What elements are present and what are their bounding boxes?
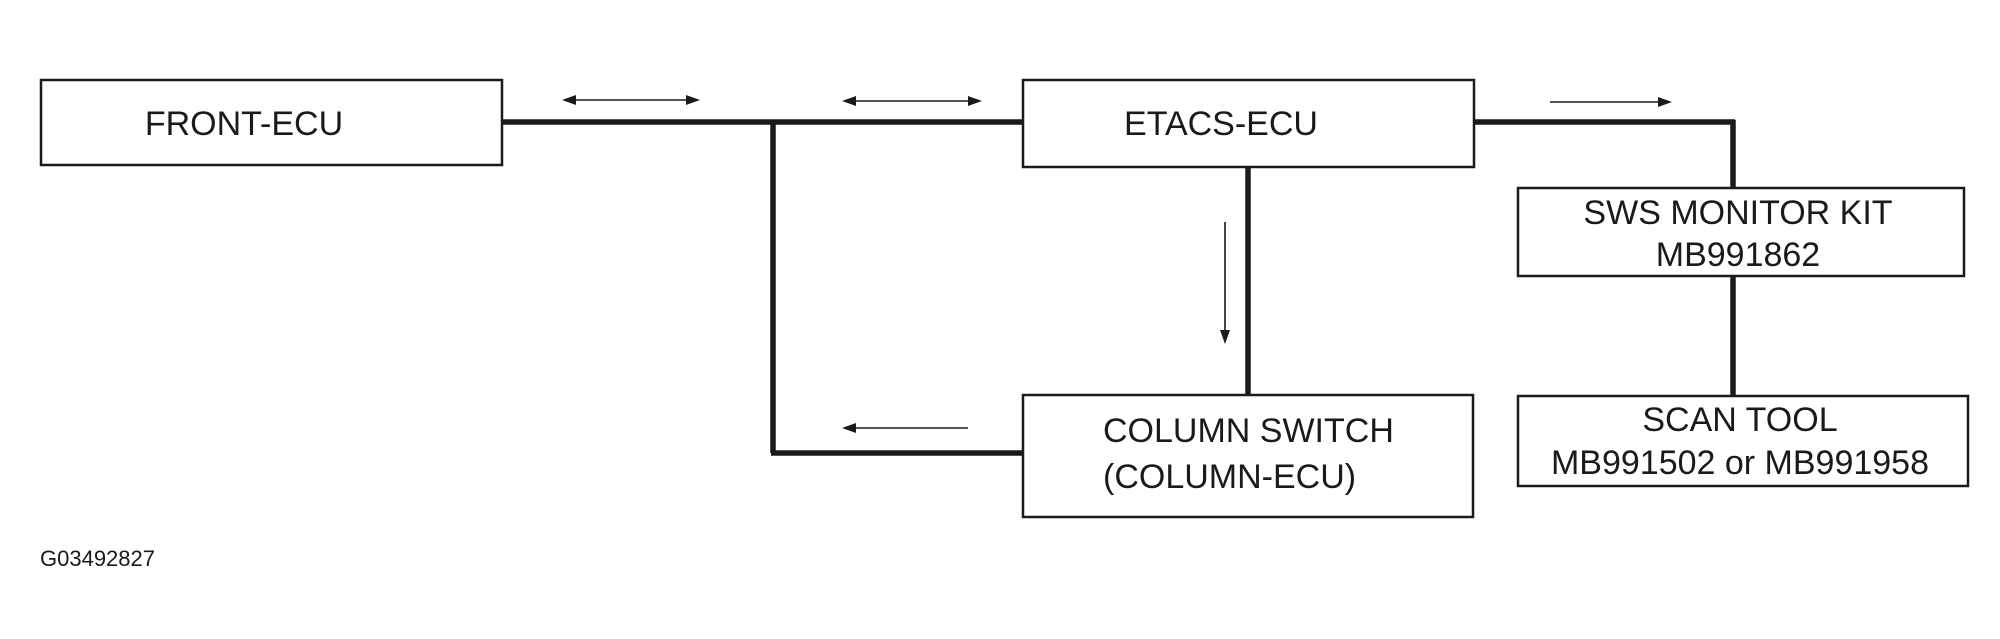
front-ecu-label: FRONT-ECU <box>145 105 343 143</box>
arrow-down-to-column <box>1220 222 1230 344</box>
arrow-left-from-column <box>842 423 968 433</box>
sws-monitor-kit-label: SWS MONITOR KIT <box>1583 194 1892 232</box>
etacs-ecu-label: ETACS-ECU <box>1124 105 1318 143</box>
connection-wires <box>502 119 1736 456</box>
bidirectional-arrow-left <box>562 95 700 105</box>
bidirectional-arrow-right <box>842 96 982 106</box>
arrow-right-to-sws <box>1550 97 1672 107</box>
figure-id: G03492827 <box>40 546 155 571</box>
scan-tool-label: SCAN TOOL <box>1642 401 1837 439</box>
column-ecu-label: (COLUMN-ECU) <box>1103 458 1356 496</box>
scan-tool-box: SCAN TOOL MB991502 or MB991958 <box>1516 394 1970 488</box>
column-switch-label: COLUMN SWITCH <box>1103 412 1394 450</box>
column-switch-box: COLUMN SWITCH (COLUMN-ECU) <box>1021 393 1475 519</box>
front-ecu-box: FRONT-ECU <box>39 78 504 167</box>
signal-arrows <box>562 95 1672 433</box>
etacs-ecu-box: ETACS-ECU <box>1021 78 1476 169</box>
sws-monitor-kit-box: SWS MONITOR KIT MB991862 <box>1516 186 1966 278</box>
sws-monitor-kit-part-number: MB991862 <box>1656 236 1820 274</box>
scan-tool-part-numbers: MB991502 or MB991958 <box>1551 444 1929 482</box>
